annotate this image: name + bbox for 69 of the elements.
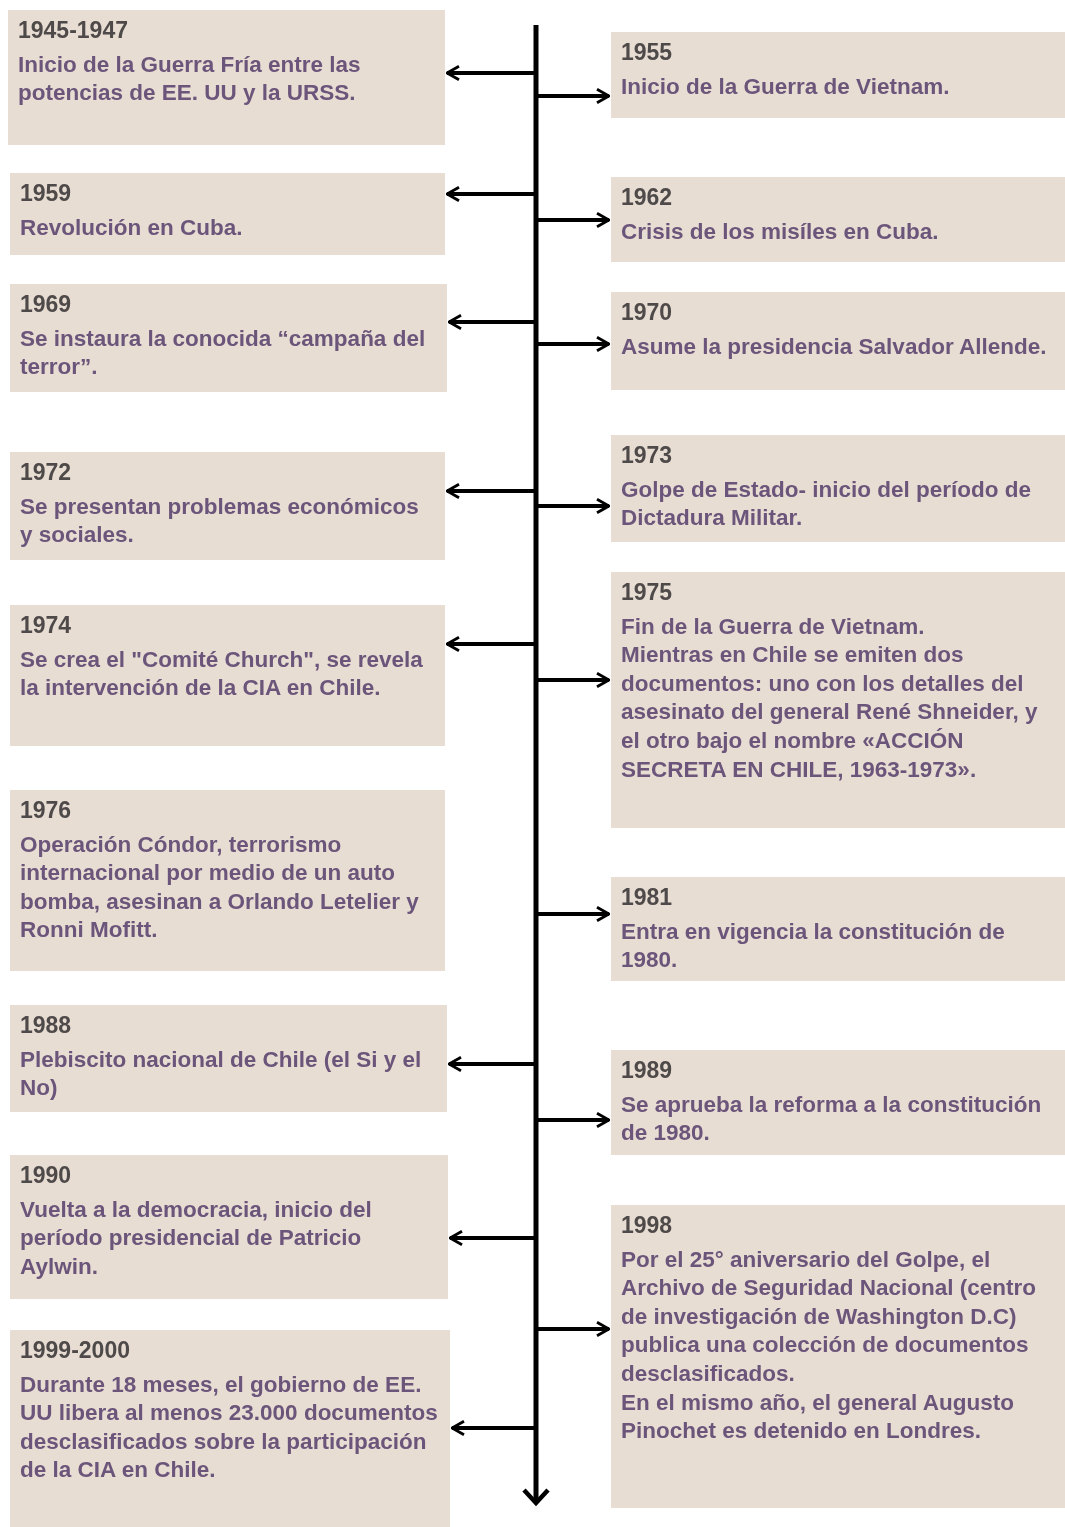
arrow: [536, 1320, 611, 1338]
year-label: 1962: [621, 183, 674, 212]
year-label: 1970: [621, 298, 674, 327]
event-card: [611, 177, 1065, 262]
event-description: Fin de la Guerra de Vietnam.: [621, 612, 926, 641]
year-label: 1998: [621, 1211, 674, 1240]
event-card: [10, 1155, 448, 1299]
year-label: 1972: [20, 458, 73, 487]
arrow: [536, 1111, 611, 1129]
event-description: Inicio de la Guerra de Vietnam.: [621, 72, 951, 101]
event-card: [10, 1330, 450, 1527]
event-card: [10, 605, 445, 746]
year-label: 1989: [621, 1056, 674, 1085]
event-card: [611, 32, 1065, 118]
event-card: [611, 1205, 1065, 1508]
arrow: [445, 635, 536, 653]
year-label: 1974: [20, 611, 73, 640]
event-description: Golpe de Estado- inicio del período de Dictadura Militar.: [621, 475, 1033, 533]
year-label: 1975: [621, 578, 674, 607]
event-card: [611, 1050, 1065, 1155]
arrow: [536, 87, 611, 105]
event-description: Entra en vigencia la constitución de 1980.: [621, 917, 1006, 975]
event-description: Se crea el "Comité Church", se revela la intervención de la CIA en Chile.: [20, 645, 424, 703]
year-label: 1988: [20, 1011, 73, 1040]
arrow: [447, 1055, 536, 1073]
year-label: 1999-2000: [20, 1336, 131, 1365]
event-card: [611, 292, 1065, 390]
event-description: Se presentan problemas económicos y sociales.: [20, 492, 420, 550]
event-description: En el mismo año, el general Augusto Pinochet es detenido en Londres.: [621, 1388, 1015, 1446]
event-card: [10, 452, 445, 560]
event-description: Se aprueba la reforma a la constitución de 1980.: [621, 1090, 1043, 1148]
event-card: [10, 790, 445, 971]
event-card: [10, 284, 447, 392]
arrow: [536, 905, 611, 923]
year-label: 1959: [20, 179, 73, 208]
event-card: [611, 435, 1065, 542]
event-description: Vuelta a la democracia, inicio del período presidencial de Patricio Aylwin.: [20, 1195, 373, 1281]
year-label: 1945-1947: [18, 16, 129, 45]
event-card: [611, 572, 1065, 828]
arrow: [445, 185, 536, 203]
event-description: Revolución en Cuba.: [20, 213, 244, 242]
year-label: 1981: [621, 883, 674, 912]
event-card: [8, 10, 445, 145]
event-description: Asume la presidencia Salvador Allende.: [621, 332, 1048, 361]
arrow: [447, 313, 536, 331]
arrow: [536, 211, 611, 229]
arrow: [536, 671, 611, 689]
arrow: [448, 1229, 536, 1247]
event-card: [611, 877, 1065, 981]
arrow: [450, 1419, 536, 1437]
year-label: 1990: [20, 1161, 73, 1190]
year-label: 1955: [621, 38, 674, 67]
event-description: Durante 18 meses, el gobierno de EE. UU libera al menos 23.000 documentos desclasificados sobre la participación de la CIA en Chile.: [20, 1370, 439, 1485]
event-description: Crisis de los misíles en Cuba.: [621, 217, 940, 246]
arrow: [536, 335, 611, 353]
year-label: 1969: [20, 290, 73, 319]
arrow: [536, 497, 611, 515]
arrow: [445, 64, 536, 82]
event-description: Se instaura la conocida “campaña del terror”.: [20, 324, 427, 382]
year-label: 1973: [621, 441, 674, 470]
event-description: Mientras en Chile se emiten dos documentos: uno con los detalles del asesinato del general René Shneider, y el otro bajo el nombre «ACCIÓN SECRETA EN CHILE, 1963-1973».: [621, 641, 1039, 784]
event-card: [10, 1005, 447, 1112]
event-description: Por el 25° aniversario del Golpe, el Archivo de Seguridad Nacional (centro de investigación de Washington D.C) publica una colección de documentos desclasificados.: [621, 1245, 1038, 1388]
arrow: [445, 482, 536, 500]
year-label: 1976: [20, 796, 73, 825]
event-description: Inicio de la Guerra Fría entre las potencias de EE. UU y la URSS.: [18, 50, 362, 108]
event-description: Plebiscito nacional de Chile (el Si y el No): [20, 1045, 423, 1103]
event-description: Operación Cóndor, terrorismo internacional por medio de un auto bomba, asesinan a Orlando Letelier y Ronni Mofitt.: [20, 830, 420, 945]
event-card: [10, 173, 445, 255]
